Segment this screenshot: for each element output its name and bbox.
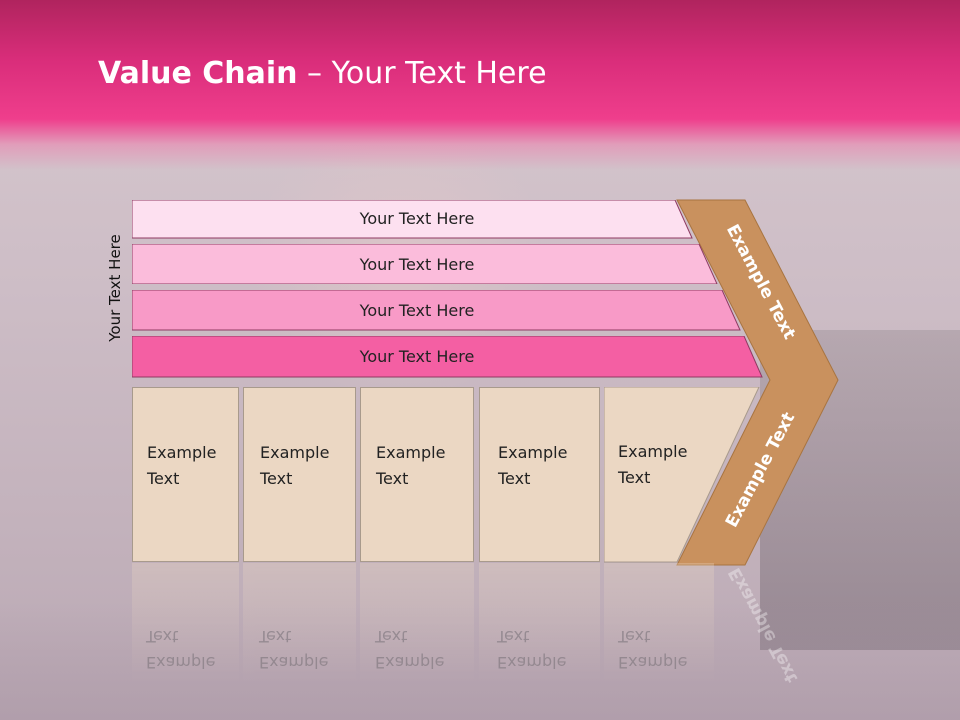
reflection-line2: Text bbox=[259, 627, 292, 646]
slide-title: Value Chain – Your Text Here bbox=[98, 56, 547, 91]
box-line1: Example bbox=[147, 443, 217, 462]
box-reflection: Example Text bbox=[360, 563, 474, 683]
activity-box-last bbox=[604, 387, 760, 563]
box-line2: Text bbox=[147, 469, 180, 488]
reflection-line1: Example bbox=[259, 653, 329, 672]
box-reflection: Example Text bbox=[604, 563, 714, 683]
reflection-line1: Example bbox=[618, 653, 688, 672]
box-line1: Example bbox=[498, 443, 568, 462]
title-rest: – Your Text Here bbox=[297, 56, 547, 91]
box-line2: Text bbox=[498, 469, 531, 488]
box-reflection: Example Text bbox=[243, 563, 356, 683]
row-label: Your Text Here bbox=[359, 301, 475, 320]
box-line1: Example bbox=[376, 443, 446, 462]
reflection-line1: Example bbox=[497, 653, 567, 672]
background-photo-bottom bbox=[0, 600, 960, 720]
reflection-line2: Text bbox=[146, 627, 179, 646]
box-line2: Text bbox=[376, 469, 409, 488]
box-line2: Text bbox=[618, 468, 651, 487]
reflection-line1: Example bbox=[146, 653, 216, 672]
box-line1: Example bbox=[618, 442, 688, 461]
box-reflection: Example Text bbox=[132, 563, 239, 683]
reflection-line2: Text bbox=[618, 627, 651, 646]
row-label: Your Text Here bbox=[359, 347, 475, 366]
row-label: Your Text Here bbox=[359, 255, 475, 274]
title-bold: Value Chain bbox=[98, 56, 298, 91]
box-line2: Text bbox=[260, 469, 293, 488]
row-label: Your Text Here bbox=[359, 209, 475, 228]
reflection-line2: Text bbox=[375, 627, 408, 646]
box-reflection: Example Text bbox=[479, 563, 600, 683]
box-line1: Example bbox=[260, 443, 330, 462]
reflection-line2: Text bbox=[497, 627, 530, 646]
header-band bbox=[0, 0, 960, 170]
reflection-line1: Example bbox=[375, 653, 445, 672]
